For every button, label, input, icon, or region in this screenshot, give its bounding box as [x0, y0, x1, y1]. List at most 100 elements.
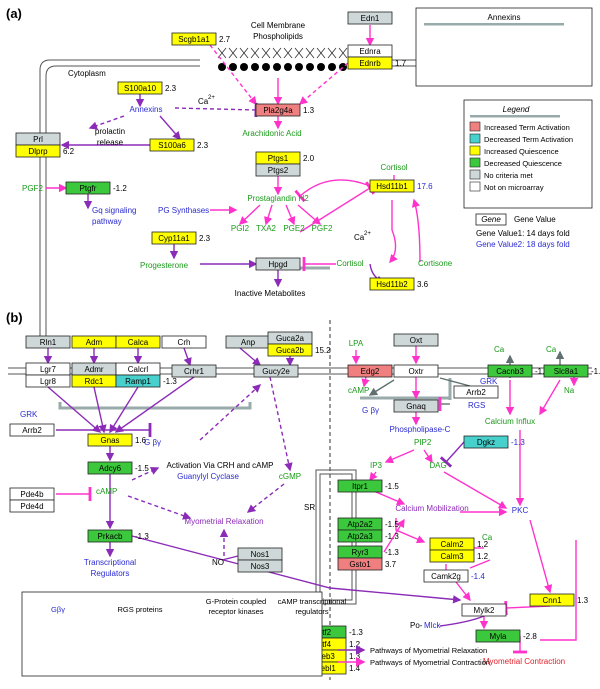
gene-name: Calm2 — [440, 540, 464, 549]
label-pgf2-left: PGF2 — [22, 184, 43, 193]
gene-value: 1.3 — [303, 106, 315, 115]
label-ca-2: Ca — [354, 233, 365, 242]
label-sr: SR — [304, 503, 315, 512]
gene-name: Gnas — [100, 436, 119, 445]
gene-value: 2.3 — [197, 141, 209, 150]
gene-name: Adm — [86, 338, 103, 347]
legend-value2: Gene Value2: 18 days fold — [476, 240, 570, 249]
gene-name: Arrb2 — [466, 388, 486, 397]
gene-name: Cyp11a1 — [158, 234, 190, 243]
gene-name: Myla — [490, 632, 507, 641]
gene-name: Nos3 — [251, 562, 270, 571]
gene-name: Scgb1a1 — [178, 35, 210, 44]
gene-name: Adcy6 — [99, 464, 122, 473]
gene-name: Hsd11b1 — [376, 182, 408, 191]
legend-item-label: Not on microarray — [484, 183, 544, 192]
gene-calcrl: Calcrl — [115, 362, 161, 376]
pathway-arrow — [269, 376, 293, 472]
annexins-box — [415, 7, 593, 87]
pathway-arrow — [439, 441, 465, 468]
pathway-arrow — [369, 471, 378, 482]
gene-value: -1.3 — [385, 548, 399, 557]
gene-value: -1.3 — [349, 628, 363, 637]
label-cytoplasm: Cytoplasm — [68, 69, 106, 78]
label-grk-left: GRK — [20, 410, 38, 419]
gene-name: Hsd11b2 — [376, 280, 408, 289]
gene-name: S100a10 — [124, 84, 157, 93]
gene-box — [117, 81, 163, 95]
label-ca: Ca — [198, 97, 209, 106]
gene-value: -1.3 — [135, 532, 149, 541]
pathway-arrow — [285, 204, 296, 226]
label-myo-contract: Myometrial Contraction — [483, 657, 565, 666]
gene-name: Edg2 — [361, 367, 380, 376]
pathway-arrow — [221, 555, 239, 561]
label-pge2: PGE2 — [283, 224, 305, 233]
gene-name: Dlprp — [28, 147, 48, 156]
legend-swatch — [469, 181, 481, 192]
gene-box — [149, 138, 195, 152]
gene-name: Ryr3 — [352, 548, 369, 557]
label-mlck: Mlck — [424, 621, 441, 630]
label-pip2: PIP2 — [414, 438, 432, 447]
pathway-arrow — [383, 518, 405, 553]
label-cortisol-mid: Cortisol — [336, 259, 363, 268]
label-cortisone: Cortisone — [418, 259, 453, 268]
pathway-arrow — [199, 384, 262, 441]
group-title: Gβγ — [51, 605, 65, 614]
gene-name: Calca — [128, 338, 149, 347]
gene-name: Cnn1 — [542, 596, 562, 605]
gene-pde4b: Pde4b — [9, 487, 55, 501]
pathway-arrow — [411, 198, 421, 263]
group-title: G-Protein coupled — [206, 597, 266, 606]
gene-value: -2.8 — [523, 632, 537, 641]
gene-value: -1.4 — [471, 572, 485, 581]
gene-name: Calm3 — [440, 552, 464, 561]
gene-arrb2_l: Arrb2 — [9, 423, 55, 437]
gene-box — [151, 231, 197, 245]
gene-guca2a: Guca2a — [267, 331, 313, 345]
pathway-arrow — [264, 204, 273, 226]
gene-box — [453, 385, 499, 399]
pathway-arrow — [114, 376, 195, 433]
gene-value: 2.0 — [303, 154, 315, 163]
label-phospholipase: Phospholipase-C — [390, 425, 451, 434]
gene-name: S100a6 — [158, 141, 186, 150]
pathway-arrow — [88, 115, 125, 130]
gene-name: Ednrb — [359, 59, 381, 68]
pathway-arrow — [209, 44, 257, 106]
label-progesterone: Progesterone — [140, 261, 189, 270]
gene-box — [255, 163, 301, 177]
gene-box — [347, 11, 393, 25]
gene-name: Cacnb3 — [496, 367, 524, 376]
gene-box — [87, 433, 133, 447]
gene-value: 1.2 — [349, 640, 361, 649]
label-calcium-influx: Calcium Influx — [485, 417, 535, 426]
gene-box — [337, 529, 383, 543]
gene-value: -1.5 — [135, 464, 149, 473]
gene-rln1: Rln1 — [25, 335, 71, 349]
gene-crhr1: Crhr1 — [171, 364, 217, 378]
pathway-arrow — [455, 581, 471, 602]
label-gby-left: G βγ — [144, 438, 161, 447]
gene-box — [429, 549, 475, 563]
pathway-arrow — [299, 181, 375, 233]
gene-name: Ramp1 — [125, 377, 151, 386]
gene-name: Hpgd — [268, 260, 287, 269]
label-calcium-mob: Calcium Mobilization — [395, 504, 468, 513]
gene-value: 3.7 — [385, 560, 397, 569]
legend-gene-sample — [475, 213, 507, 226]
label-transcriptional: Transcriptional — [84, 558, 136, 567]
gene-box — [171, 364, 217, 378]
legend-item-label: Increased Term Activation — [484, 123, 570, 132]
label-inactive: Inactive Metabolites — [235, 289, 306, 298]
gene-box — [267, 343, 313, 357]
gene-adcy6: Adcy6 -1.5 — [87, 461, 149, 475]
gene-box — [529, 593, 575, 607]
label-txa2: TXA2 — [256, 224, 277, 233]
